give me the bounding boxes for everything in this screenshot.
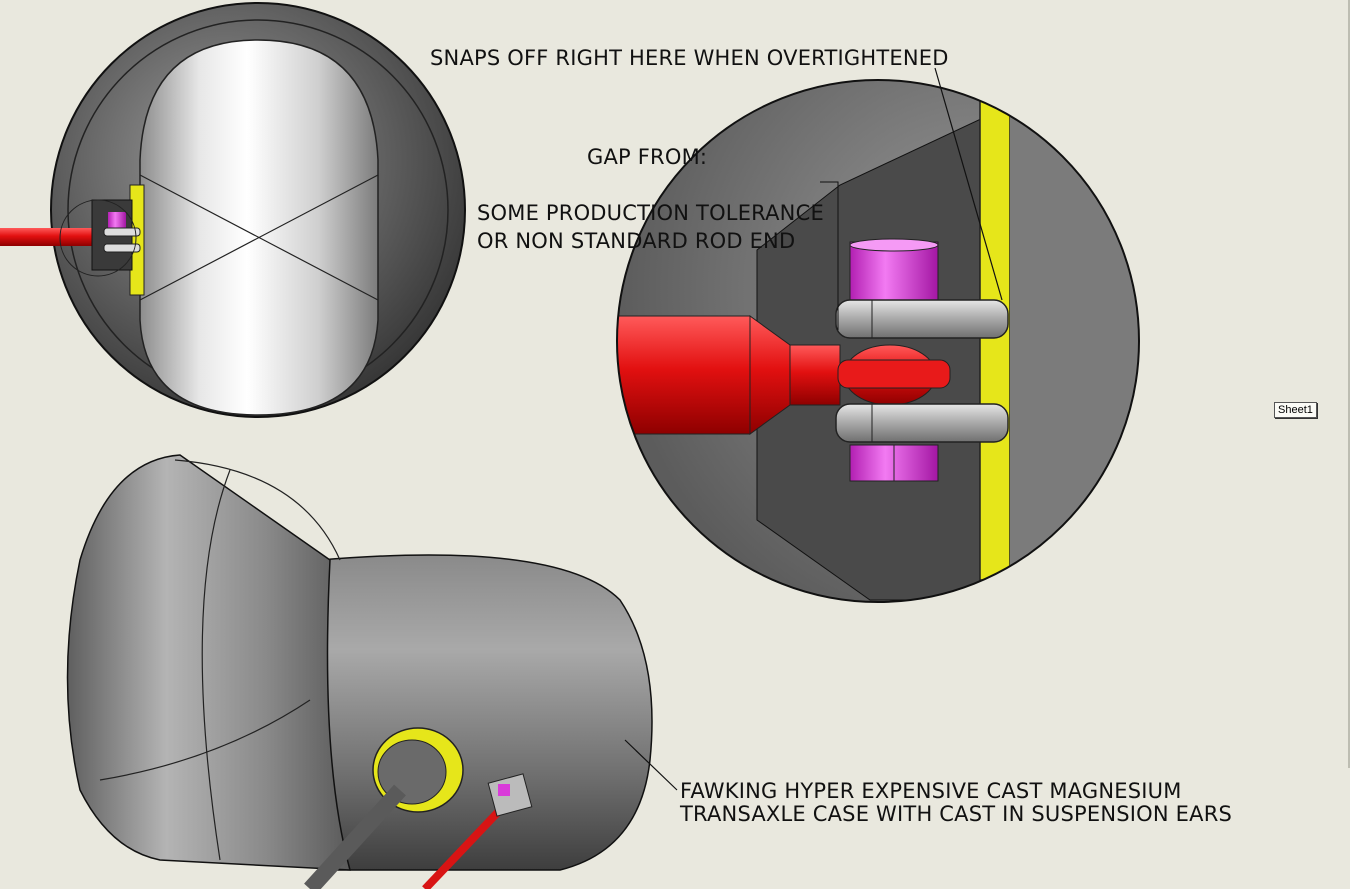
sheet-tab[interactable]: Sheet1 <box>1274 402 1317 418</box>
case-note-line2: TRANSAXLE CASE WITH CAST IN SUSPENSION E… <box>680 802 1233 826</box>
end-view <box>0 2 466 418</box>
detail-view <box>616 67 1140 603</box>
gap-from-note: GAP FROM: <box>587 145 708 169</box>
window-edge <box>1348 0 1350 768</box>
snaps-off-note: SNAPS OFF RIGHT HERE WHEN OVERTIGHTENED <box>430 46 949 70</box>
iso-view <box>66 454 678 889</box>
tolerance-note-line1: SOME PRODUCTION TOLERANCE <box>477 201 824 225</box>
tolerance-note-line2: OR NON STANDARD ROD END <box>477 229 796 253</box>
case-note-line1: FAWKING HYPER EXPENSIVE CAST MAGNESIUM <box>680 779 1182 803</box>
